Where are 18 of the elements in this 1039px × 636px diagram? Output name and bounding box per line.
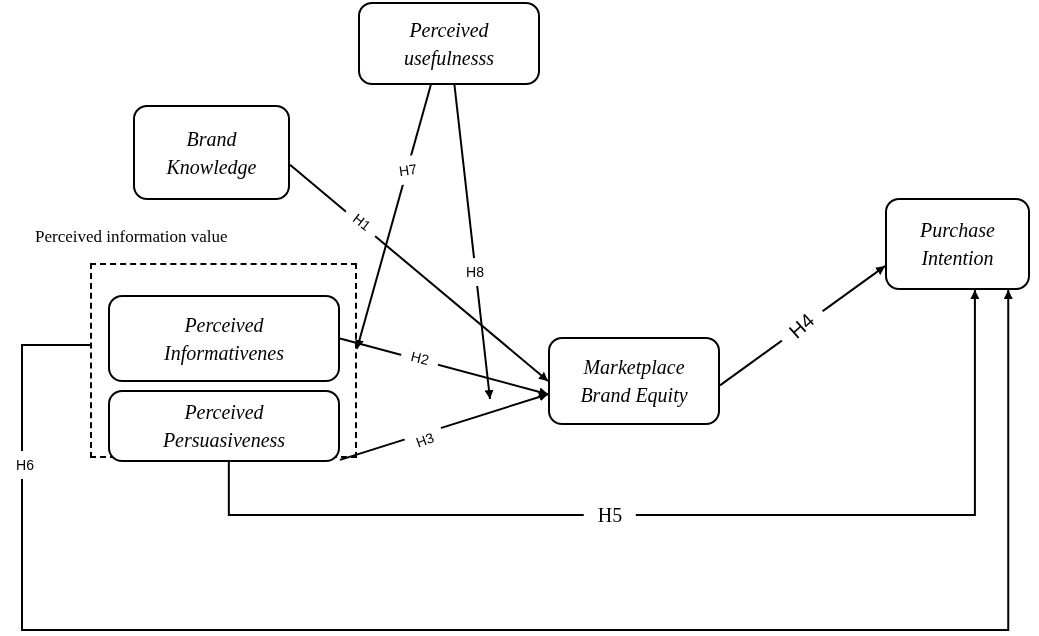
connector-arrow [21,289,1013,631]
node-label: Perceived usefulnesss [403,17,495,72]
node-label: Perceived Persuasiveness [161,400,287,453]
node-label: Marketplace Brand Equity [579,355,689,409]
connector-arrow [289,163,549,382]
node-label: Perceived Informativenes [163,312,285,367]
rounded-box [885,198,1030,290]
connector-arrow [453,84,494,400]
group-heading: Perceived information value [35,227,228,247]
rounded-box [548,337,720,425]
rounded-box [133,105,290,200]
rounded-box [108,390,340,462]
rounded-box [108,295,340,382]
connector-arrow [227,289,980,516]
connector-arrow [355,84,432,350]
node-label: Purchase Intention [919,218,996,271]
rounded-box [358,2,540,85]
node-label: Brand Knowledge [165,126,258,181]
